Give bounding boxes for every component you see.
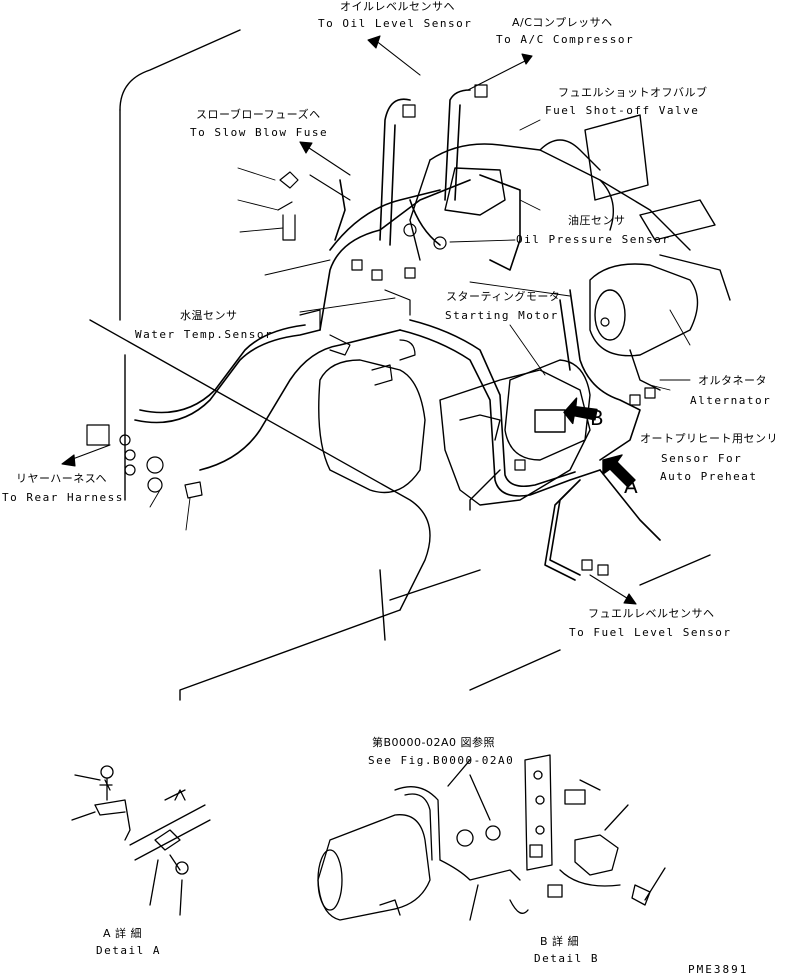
ac-compressor-label: To A/C Compressor: [496, 33, 635, 46]
detail-a-drawing: [71, 765, 211, 916]
fuel-valve-panel: [584, 114, 716, 241]
water-temp-label: Water Temp.Sensor: [135, 328, 274, 341]
slow-blow-label-jp: スローブローフューズヘ: [196, 108, 321, 121]
leader-lines: [149, 119, 691, 531]
detail-b-drawing: [317, 754, 666, 921]
fuel-level-label: To Fuel Level Sensor: [569, 626, 732, 639]
wire-harness: [134, 89, 661, 581]
starting-motor-label: Starting Motor: [445, 309, 559, 322]
bolts: [184, 171, 416, 499]
detail-b-label: Detail B: [534, 952, 599, 965]
cab-outline: [89, 29, 711, 701]
see-fig-label-jp: 第B0000-02A0 図参照: [372, 736, 496, 749]
detail-a-label: Detail A: [96, 944, 161, 957]
callout-arrows: [563, 397, 636, 488]
direction-arrows: [61, 35, 637, 605]
ac-compressor-label-jp: A/Cコンプレッサヘ: [512, 16, 613, 29]
oil-level-label: To Oil Level Sensor: [318, 17, 473, 30]
fuel-shutoff-label: Fuel Shot-off Valve: [545, 104, 700, 117]
detail-a-label-jp: A 詳 細: [103, 927, 143, 940]
see-fig-label: See Fig.B0000-02A0: [368, 754, 515, 767]
alternator-label: Alternator: [690, 394, 772, 407]
connectors: [86, 84, 656, 576]
oil-pressure-label: Oil Pressure Sensor: [516, 233, 671, 246]
rear-harness-label-jp: リヤーハーネスヘ: [16, 472, 108, 485]
starting-motor-body: [504, 359, 591, 461]
alternator: [589, 254, 731, 391]
alternator-label-jp: オルタネータ: [698, 374, 767, 387]
detail-b-label-jp: B 詳 細: [540, 935, 580, 948]
fuel-level-label-jp: フュエルレベルセンサヘ: [588, 607, 715, 620]
drawing-number: PME3891: [688, 963, 749, 976]
fuel-shutoff-label-jp: フュエルショットオフバルブ: [558, 86, 708, 99]
slow-blow-label: To Slow Blow Fuse: [190, 126, 329, 139]
rear-harness-label: To Rear Harness: [2, 491, 124, 504]
preheat-label-2: Auto Preheat: [660, 470, 758, 483]
preheat-label-1: Sensor For: [661, 452, 743, 465]
preheat-label-jp: オートプリヒート用センリ: [640, 432, 778, 445]
oil-level-label-jp: オイルレベルセンサヘ: [340, 0, 455, 13]
marker-b: B: [590, 406, 604, 430]
engine-block: [318, 139, 691, 511]
water-temp-label-jp: 水温センサ: [180, 309, 238, 322]
starting-motor-label-jp: スターティングモータ: [446, 290, 561, 303]
oil-pressure-label-jp: 油圧センサ: [568, 214, 626, 227]
marker-a: A: [624, 474, 638, 498]
